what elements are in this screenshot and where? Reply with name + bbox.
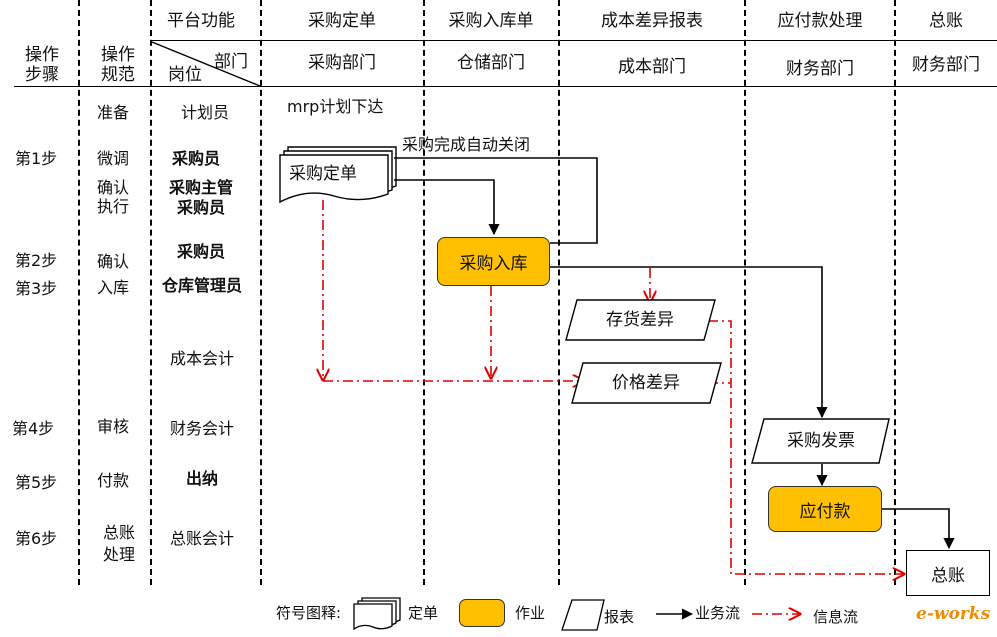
general-ledger-node: 总账 [906,550,990,596]
header-divider-top [150,40,997,41]
position-label: 仓库管理员 [161,276,242,295]
position-label: 财务会计 [169,419,234,438]
legend-report-icon [561,599,605,631]
column-separator [894,0,896,585]
step-header: 操作 步骤 [25,45,59,85]
step-label: 第3步 [15,279,58,298]
legend-title: 符号图释: [276,604,342,622]
column-separator [260,0,262,585]
spec-label: 审核 [97,417,130,436]
position-label: 成本会计 [169,349,234,368]
legend-order-icon [353,597,401,631]
position-label: 总账会计 [169,529,234,548]
position-label: 采购员 [176,242,225,261]
purchase-invoice-shape [751,418,890,464]
column-department-3: 财务部门 [786,59,854,79]
price-variance-shape [571,362,722,404]
payable-to-ledger-flow [882,508,955,550]
legend-info-flow-label: 信息流 [813,608,859,626]
order-to-receipt-flow [394,179,500,236]
purchase-order-node: 采购定单 [289,164,357,184]
column-function-3: 应付款处理 [777,11,863,31]
position-label: 采购主管 采购员 [168,178,233,217]
position-label: 计划员 [180,103,229,122]
spec-label: 确认 执行 [97,178,130,216]
column-department-4: 财务部门 [912,55,980,75]
purchase-invoice-node: 采购发票 [787,431,855,451]
variance-to-ledger-flow [708,320,904,574]
column-separator [744,0,746,585]
step-label: 第4步 [12,419,55,438]
column-separator [78,0,80,585]
legend-report-label: 报表 [604,608,635,626]
purchase-receipt-node: 采购入库 [437,237,550,286]
spec-label: 付款 [97,471,130,490]
column-function-1: 采购入库单 [448,11,534,31]
price-variance-node: 价格差异 [612,373,680,393]
column-separator [150,0,152,585]
position-label: 采购员 [171,149,220,168]
column-separator [558,0,560,585]
auto-close-flow [394,157,598,244]
position-label: 岗位 [168,65,202,85]
step-label: 第2步 [15,251,58,270]
purchase-order-document-shape [279,146,397,204]
step-label: 第5步 [15,473,58,492]
spec-label: 总账 处理 [103,523,136,564]
position-label: 出纳 [185,469,218,488]
legend-order-label: 定单 [408,604,439,622]
column-function-4: 总账 [929,11,963,31]
inventory-variance-shape [565,299,716,341]
receipt-to-invoice-flow [550,266,828,419]
legend-business-flow-label: 业务流 [695,604,741,622]
column-department-2: 成本部门 [618,57,686,77]
step-label: 第1步 [15,149,58,168]
mrp-label: mrp计划下达 [287,97,384,116]
column-department-0: 采购部门 [308,53,376,73]
header-divider-bottom [14,86,997,87]
step-label: 第6步 [15,529,58,548]
spec-label: 确认 入库 [97,252,130,297]
eworks-logo: e-works [916,604,991,624]
legend-task-icon [459,599,505,627]
column-function-0: 采购定单 [308,11,376,31]
auto-close-label: 采购完成自动关闭 [402,135,531,154]
inventory-variance-node: 存货差异 [606,310,674,330]
column-function-2: 成本差异报表 [601,11,703,31]
spec-header: 操作 规范 [101,45,135,85]
departments-label: 部门 [214,52,248,72]
payable-node: 应付款 [768,486,882,532]
column-department-1: 仓储部门 [457,53,525,73]
header-diagonal [151,41,261,87]
legend-task-label: 作业 [515,604,546,622]
spec-label: 微调 [97,149,130,168]
column-separator [423,0,425,585]
spec-label: 准备 [97,103,130,122]
platform-function-label: 平台功能 [167,11,235,31]
